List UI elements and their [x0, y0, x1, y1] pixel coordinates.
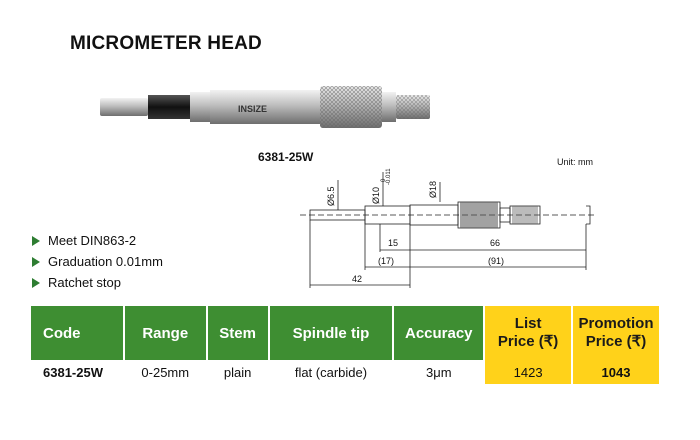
dim-thimble-label: Ø18 — [428, 181, 438, 198]
cell-list-price: 1423 — [484, 360, 574, 384]
header-spindle-tip: Spindle tip — [268, 306, 395, 360]
bullet-arrow-icon — [32, 277, 40, 288]
cell-spindle-tip: flat (carbide) — [268, 360, 395, 384]
dim-42-label: 42 — [352, 274, 362, 284]
dim-17-label: (17) — [378, 256, 394, 266]
cell-range: 0-25mm — [123, 360, 208, 384]
header-list-price: List Price (₹) — [484, 306, 574, 360]
feature-item: Ratchet stop — [32, 272, 163, 293]
unit-label: Unit: mm — [557, 157, 593, 167]
cell-promotion-price: 1043 — [572, 360, 661, 384]
model-label: 6381-25W — [258, 150, 314, 164]
header-accuracy: Accuracy — [393, 306, 486, 360]
dim-spindle-label: Ø10 — [371, 187, 381, 204]
micrometer-head-photo: INSIZE — [100, 86, 430, 128]
bullet-arrow-icon — [32, 256, 40, 267]
dim-66-label: 66 — [490, 238, 500, 248]
header-range: Range — [123, 306, 208, 360]
cell-stem: plain — [206, 360, 270, 384]
table-row: 6381-25W 0-25mm plain flat (carbide) 3μm… — [31, 360, 661, 384]
dim-15-label: 15 — [388, 238, 398, 248]
header-code: Code — [31, 306, 125, 360]
dim-91-label: (91) — [488, 256, 504, 266]
feature-list: Meet DIN863-2 Graduation 0.01mm Ratchet … — [32, 230, 163, 293]
dim-spindle-tol-lower: -0.011 — [386, 168, 392, 185]
dim-spindle-tol-upper: 0 — [381, 178, 387, 182]
dim-stem-label: Ø6.5 — [326, 186, 336, 206]
cell-accuracy: 3μm — [393, 360, 486, 384]
feature-item: Graduation 0.01mm — [32, 251, 163, 272]
spec-table: Code Range Stem Spindle tip Accuracy Lis… — [31, 306, 661, 384]
cell-code: 6381-25W — [31, 360, 125, 384]
feature-item: Meet DIN863-2 — [32, 230, 163, 251]
header-promotion-price: Promotion Price (₹) — [572, 306, 661, 360]
brand-logo-text: INSIZE — [238, 104, 267, 114]
table-header-row: Code Range Stem Spindle tip Accuracy Lis… — [31, 306, 661, 360]
header-stem: Stem — [206, 306, 270, 360]
dimension-drawing: Ø6.5 Ø10 0 -0.011 Ø18 15 66 (17) (91) 42 — [300, 168, 595, 288]
bullet-arrow-icon — [32, 235, 40, 246]
page-title: MICROMETER HEAD — [70, 33, 262, 54]
